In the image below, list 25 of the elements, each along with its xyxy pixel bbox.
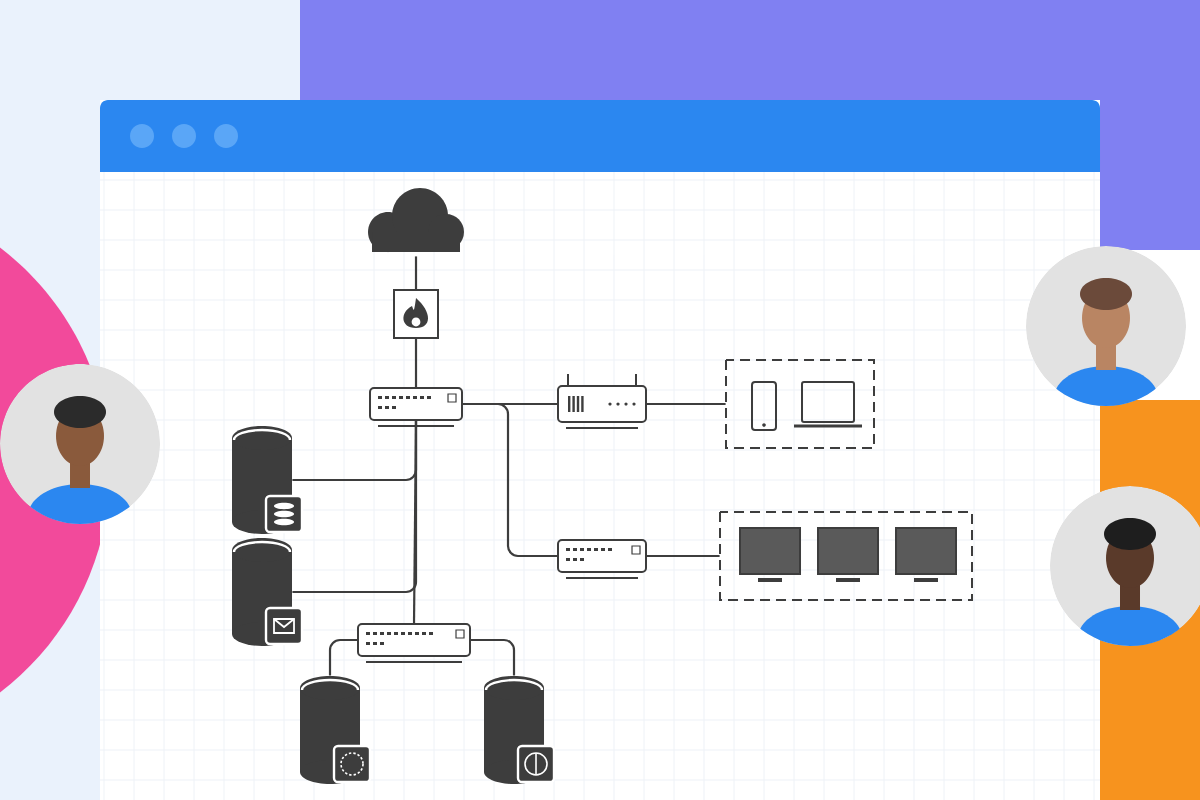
wireless-router [557,373,647,429]
connector-line [646,402,726,406]
monitor-icon [817,527,879,582]
firewall-icon [393,289,439,339]
network-switch [557,539,647,579]
network-switch [369,387,463,427]
database-server [232,426,304,534]
connector-line [646,554,720,558]
connector-line [462,402,558,558]
dashed-group-box [719,511,973,601]
mail-server [232,538,304,646]
phone-icon [751,381,777,431]
connector-line [414,338,418,388]
database-server [300,676,372,784]
connector-line [412,420,418,624]
connector-line [414,256,418,290]
database-server [484,676,556,784]
network-switch [357,623,471,663]
connector-line [470,638,516,676]
cloud-icon [368,188,464,253]
monitor-icon [739,527,801,582]
laptop-icon [794,381,862,428]
monitor-icon [895,527,957,582]
dashed-group-box [725,359,875,449]
connector-line [328,638,358,676]
